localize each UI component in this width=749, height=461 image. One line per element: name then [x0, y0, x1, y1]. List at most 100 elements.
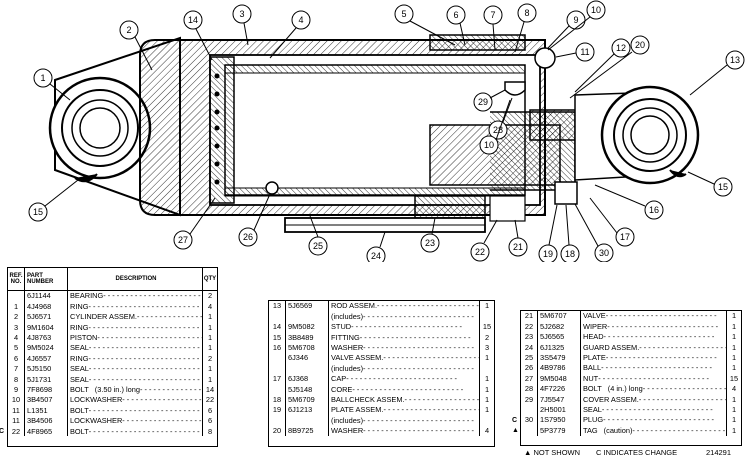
svg-text:15: 15 — [33, 207, 43, 217]
callout-13: 13 — [689, 50, 745, 96]
quantity — [479, 311, 494, 322]
ref-no: 22 — [11, 426, 21, 436]
description-cell: (includes) - - - - - - - - - - - - - - -… — [328, 311, 479, 322]
ref-no: 11 — [12, 405, 20, 415]
part-number: 5M6707 — [537, 311, 580, 322]
footer-indicates-change: C INDICATES CHANGE — [596, 448, 678, 457]
quantity: 1 — [479, 301, 494, 312]
svg-text:27: 27 — [178, 235, 188, 245]
header-description: DESCRIPTION — [67, 268, 202, 290]
ref-no: 6 — [13, 353, 19, 363]
callout-16: 16 — [594, 184, 664, 220]
quantity: 15 — [479, 321, 494, 333]
description-cell: PLATE - - - - - - - - - - - - - - - - - … — [580, 352, 726, 363]
callout-25: 25 — [308, 215, 328, 256]
callout-11: 11 — [555, 42, 595, 62]
ref-no: 19 — [272, 405, 282, 415]
ref-no: 20 — [272, 426, 282, 436]
part-number: 7F8698 — [24, 384, 67, 395]
callout-30: 30 — [574, 203, 614, 262]
svg-text:15: 15 — [718, 182, 728, 192]
svg-text:10: 10 — [484, 140, 494, 150]
leader-dashes: - - - - - - - - - - - - - - - - - - - - … — [88, 301, 200, 311]
quantity: 1 — [726, 352, 741, 363]
leader-dashes: - - - - - - - - - - - - - - - - - - - - … — [383, 405, 479, 415]
ref-no: 25 — [524, 353, 534, 363]
part-number: 5J2682 — [537, 321, 580, 332]
description-cell: ROD ASSEM. - - - - - - - - - - - - - - -… — [328, 301, 479, 312]
cylinder-body — [139, 34, 601, 233]
description-cell: FITTING - - - - - - - - - - - - - - - - … — [328, 332, 479, 343]
right-eye-bearing — [574, 85, 700, 185]
description: ROD ASSEM. — [331, 301, 377, 311]
part-number: 9M5048 — [537, 373, 580, 384]
part-number: 3S5479 — [537, 352, 580, 363]
callout-26: 26 — [238, 193, 271, 247]
description: BOLT — [583, 384, 602, 394]
part-number: 4B9786 — [537, 362, 580, 374]
ref-no: 1 — [13, 301, 19, 311]
quantity — [479, 363, 494, 374]
description-cell: STUD - - - - - - - - - - - - - - - - - -… — [328, 321, 479, 333]
ref-no: 9 — [13, 385, 19, 394]
quantity: 4 — [202, 301, 217, 312]
figure-number: 214291 — [706, 448, 732, 457]
ref-no: 2 — [13, 312, 19, 322]
description-cell: VALVE - - - - - - - - - - - - - - - - - … — [580, 311, 726, 322]
description-cell: RING - - - - - - - - - - - - - - - - - -… — [67, 322, 202, 333]
quantity: 6 — [202, 405, 217, 416]
description: FITTING — [331, 332, 360, 342]
leader-dashes: - - - - - - - - - - - - - - - - - - - - … — [363, 343, 474, 353]
quantity: 1 — [479, 352, 494, 364]
description: BOLT — [70, 405, 89, 415]
leader-dashes: - - - - - - - - - - - - - - - - - - - - … — [122, 416, 202, 426]
description: SEAL — [70, 343, 89, 353]
description: NUT — [583, 373, 599, 383]
quantity: 1 — [479, 373, 494, 385]
ref-no: 17 — [272, 374, 282, 384]
ref-no: 14 — [272, 322, 282, 332]
quantity: 1 — [726, 425, 741, 436]
svg-text:4: 4 — [298, 15, 303, 25]
description: RING — [70, 353, 89, 363]
leader-dashes: - - - - - - - - - - - - - - - - - - - - … — [359, 332, 471, 342]
leader-dashes: - - - - - - - - - - - - - - - - - - - - … — [88, 405, 200, 415]
ref-no: 15 — [272, 332, 282, 342]
description-cell: BEARING - - - - - - - - - - - - - - - - … — [67, 291, 202, 302]
part-number: 4J8763 — [24, 332, 67, 343]
parts-table-left: REF. NO. PART NUMBER DESCRIPTION QTY 6J1… — [0, 267, 218, 447]
ref-no: 10 — [11, 395, 21, 405]
header-part-number: PART NUMBER — [24, 268, 67, 290]
leader-dashes: - - - - - - - - - - - - - - - - - - - - … — [122, 395, 202, 405]
part-number: 1S7950 — [537, 414, 580, 426]
svg-text:23: 23 — [425, 238, 435, 248]
quantity: 1 — [726, 404, 741, 415]
leader-dashes: - - - - - - - - - - - - - - - - - - - - … — [136, 312, 202, 322]
part-number: 7J5547 — [537, 394, 580, 405]
callout-17: 17 — [589, 197, 635, 247]
callout-22: 22 — [470, 219, 498, 262]
callout-2: 2 — [119, 20, 153, 71]
quantity: 14 — [202, 384, 217, 395]
description: PLUG — [583, 415, 604, 425]
svg-text:2: 2 — [126, 25, 131, 35]
svg-text:22: 22 — [475, 247, 485, 257]
description-cell: SEAL - - - - - - - - - - - - - - - - - -… — [67, 374, 202, 385]
ref-no: 4 — [13, 333, 19, 343]
quantity: 1 — [726, 311, 741, 322]
